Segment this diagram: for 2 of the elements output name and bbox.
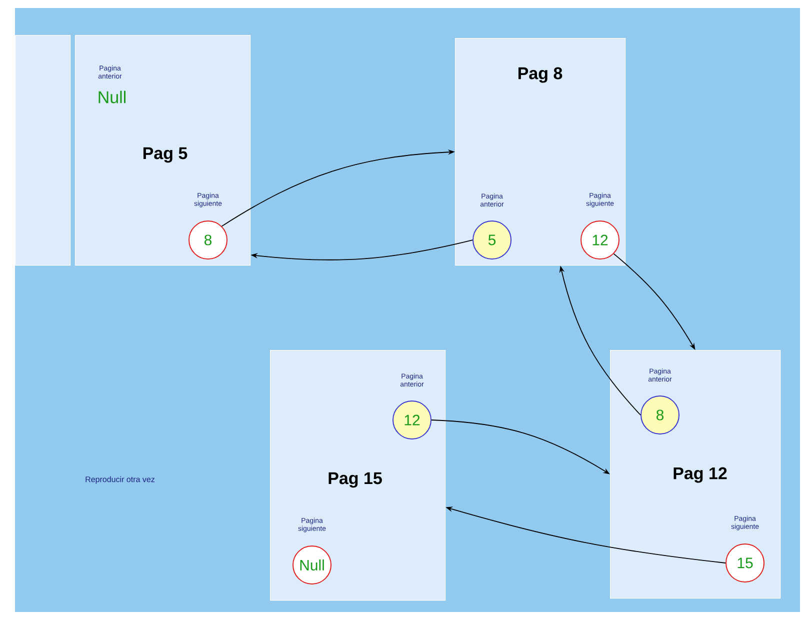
page-card [15, 35, 71, 266]
note-text: Reproducir otra vez [86, 476, 154, 484]
